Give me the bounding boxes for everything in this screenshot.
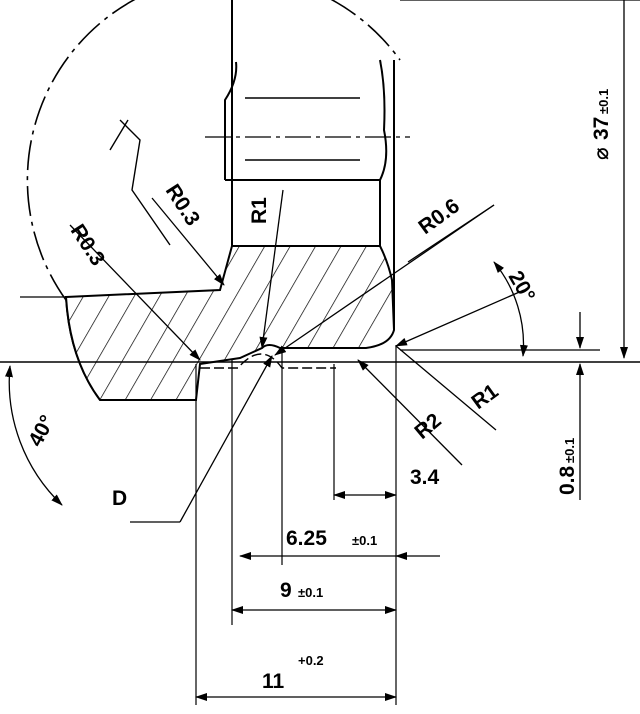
label-r2: R2 [410,409,445,444]
label-dim-9: 9 [280,579,292,602]
leader-d [179,355,273,523]
label-r1-right: R1 [467,379,502,414]
arc-40 [4,365,63,506]
leader-r1-top [259,189,284,349]
svg-text:±0.1: ±0.1 [596,89,611,114]
centerlines [20,136,410,298]
leader-r03-left [69,224,201,361]
svg-text:37: 37 [590,117,613,140]
label-dim-11-tol: +0.2 [298,653,324,668]
label-r06: R0.6 [414,194,463,239]
label-dim-625: 6.25 [286,527,327,550]
leader-r03-upper [151,197,225,286]
label-dim-08: 0.8 ±0.1 [556,438,579,495]
leader-r1-right-tail [395,345,497,431]
label-dim-11: 11 [262,670,285,693]
svg-text:⌀: ⌀ [590,147,613,160]
extension-lines [195,0,640,705]
part-outline [109,0,395,330]
label-angle-40: 40° [24,412,59,451]
leader-r1-right [395,289,525,347]
leader-r06 [274,204,495,356]
label-dim-9-tol: ±0.1 [298,585,323,600]
label-r03-left: R0.3 [66,220,109,270]
label-r1-top: R1 [248,197,271,224]
detail-outline [26,0,401,301]
hatched-section [64,245,396,401]
label-dim-625-tol: ±0.1 [352,533,377,548]
label-angle-20: 20° [504,267,540,306]
label-r03-upper: R0.3 [161,180,204,230]
leader-lines [69,189,525,523]
leader-r2 [357,359,463,466]
svg-text:±0.1: ±0.1 [562,438,577,463]
label-callout-d: D [112,487,127,510]
arc-20 [493,261,528,357]
dimension-lines [4,0,628,701]
label-dim-34: 3.4 [410,466,440,489]
svg-text:0.8: 0.8 [556,465,579,495]
label-diameter: ⌀ 37 ±0.1 [590,89,613,160]
